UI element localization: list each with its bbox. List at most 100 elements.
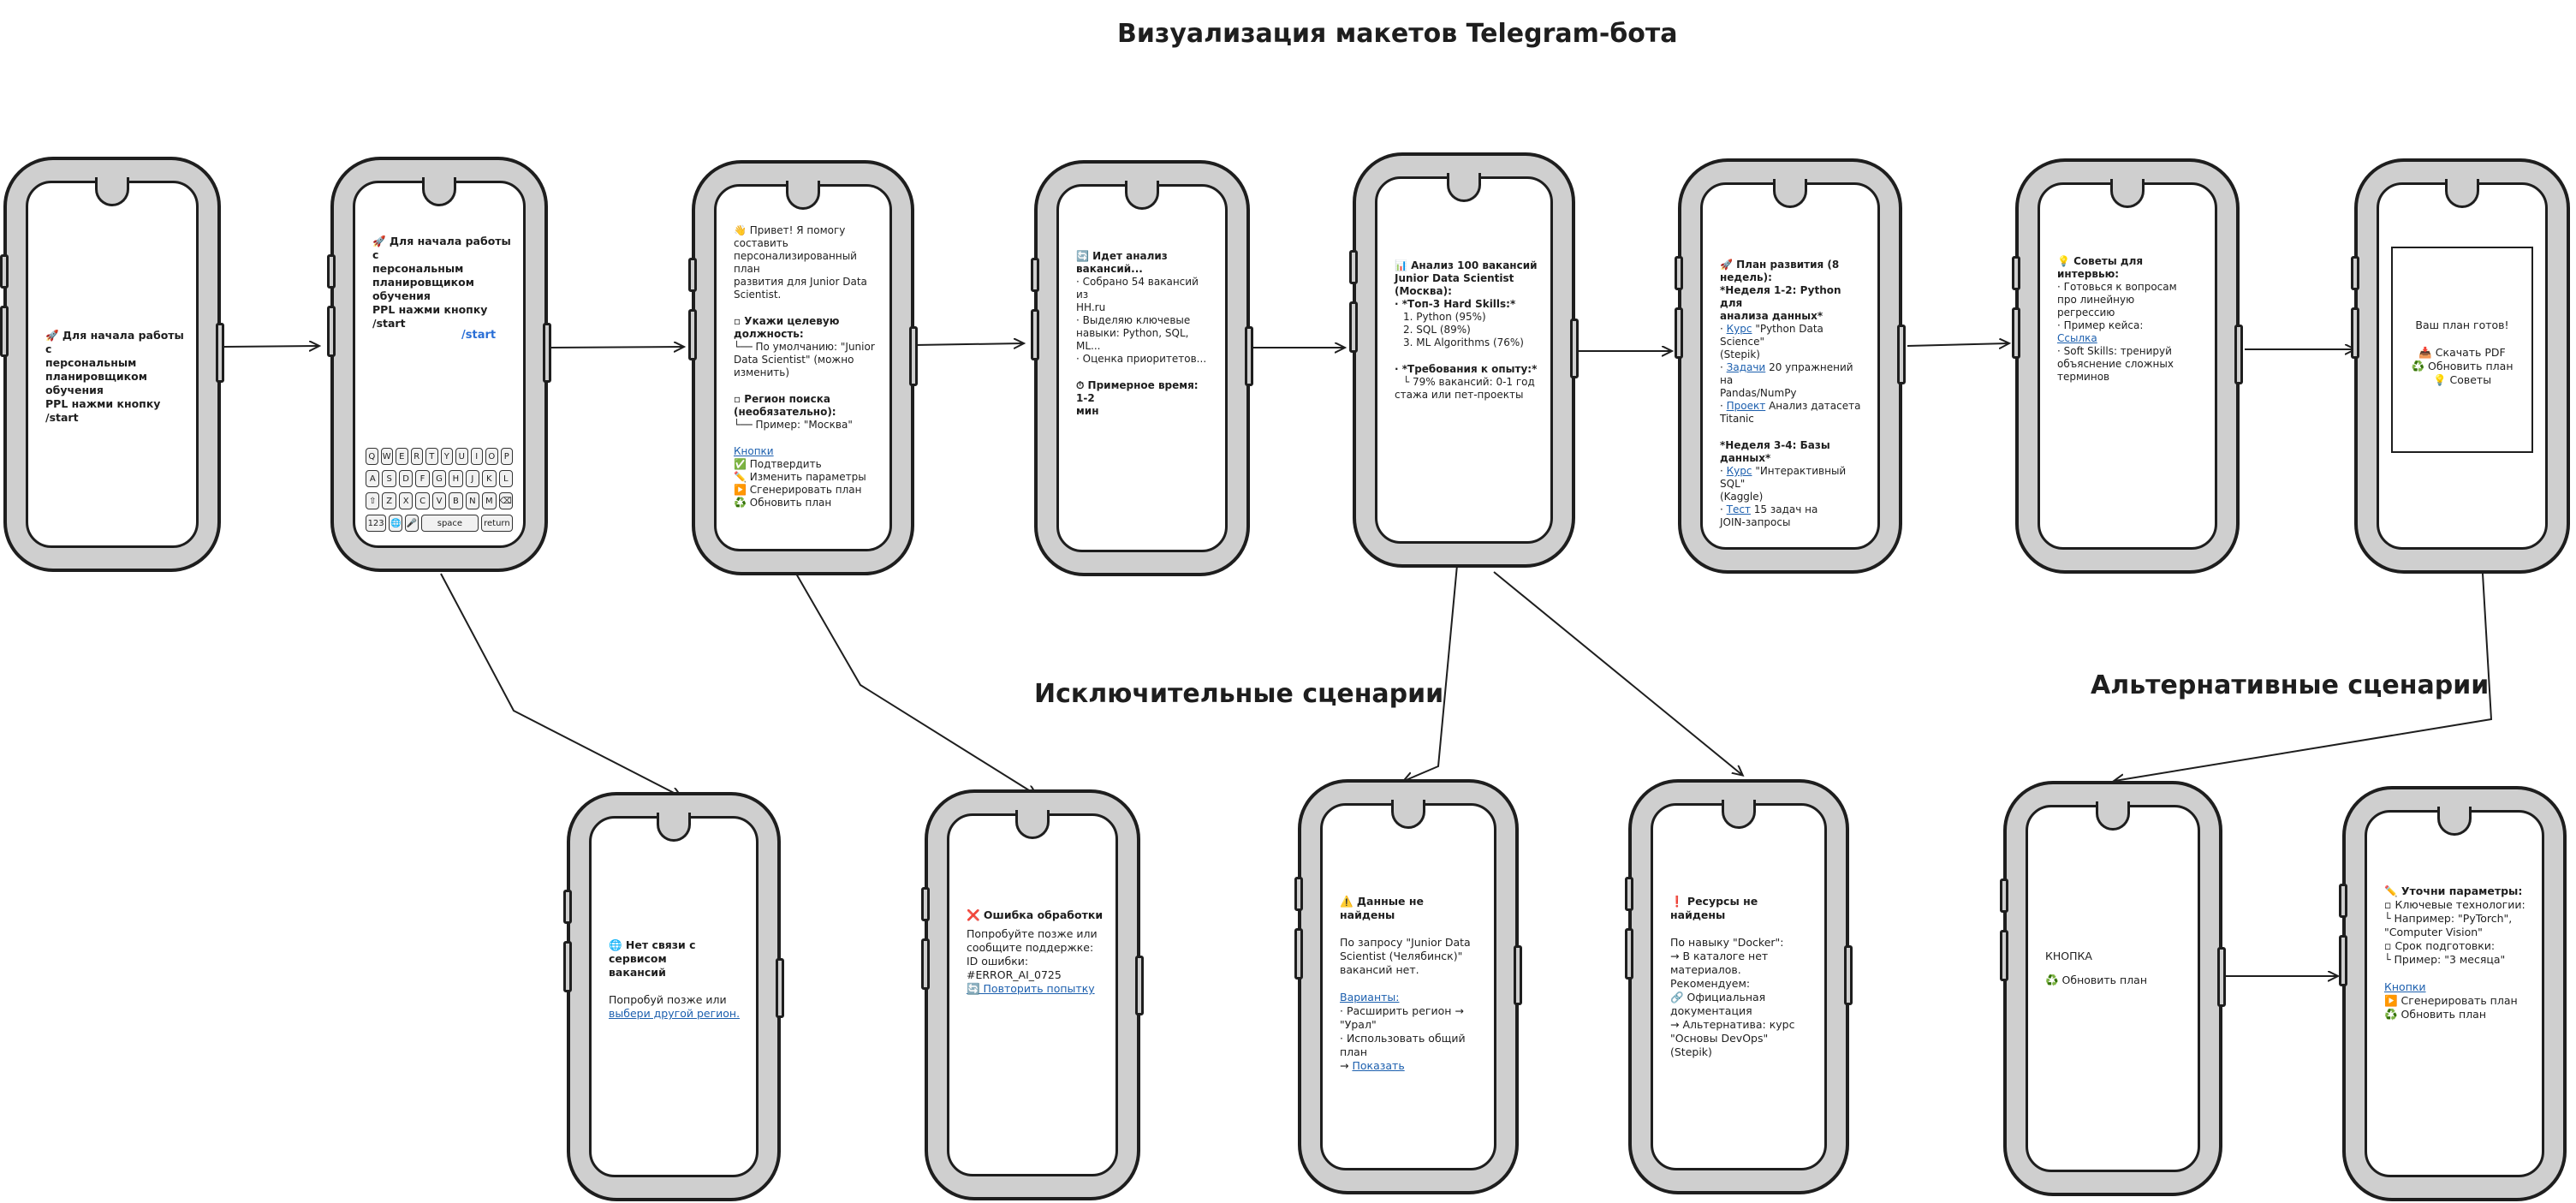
generate-plan-button[interactable]: ▶️ Сгенерировать план [2384,994,2518,1007]
message-line: объяснение сложных [2057,358,2174,370]
retry-button[interactable]: 🔄 Повторить попытку [967,982,1095,995]
key[interactable]: T [425,448,438,465]
key[interactable]: X [398,492,413,509]
numbers-key[interactable]: 123 [366,515,387,532]
refresh-plan-button[interactable]: ♻️ Обновить план [2384,1008,2487,1021]
side-button [2351,307,2359,359]
message-line: По запросу "Junior Data [1340,936,1471,949]
key[interactable]: D [398,470,413,487]
side-button [1294,877,1303,911]
generate-plan-button[interactable]: ▶️ Сгенерировать план [734,484,862,496]
key[interactable]: V [431,492,447,509]
tasks-link[interactable]: Задачи [1726,361,1766,373]
message-line: навыки: Python, SQL, ML... [1076,327,1189,352]
key[interactable]: Y [440,448,453,465]
key[interactable]: K [482,470,497,487]
confirm-button[interactable]: ✅ Подтвердить [734,458,822,470]
test-link[interactable]: Тест [1726,503,1751,515]
key[interactable]: J [465,470,480,487]
key[interactable]: E [396,448,408,465]
key[interactable]: B [449,492,463,509]
message-line: 💡 Советы для [2057,255,2144,267]
edit-params-button[interactable]: ✏️ Изменить параметры [734,471,866,483]
refresh-plan-button[interactable]: ♻️ Обновить план [2411,360,2514,372]
message-line: → Альтернатива: курс [1670,1018,1795,1031]
key[interactable]: U [455,448,468,465]
bot-message: ⚠️ Данные не найдены По запросу "Junior … [1340,895,1482,1073]
shift-key[interactable]: ⇧ [366,492,380,509]
refresh-plan-button[interactable]: ♻️ Обновить план [734,497,832,509]
key[interactable]: A [366,470,380,487]
docs-link[interactable]: 🔗 Официальная [1670,991,1766,1003]
spacer [1395,349,1538,363]
key[interactable]: L [498,470,513,487]
side-button [2234,325,2243,384]
variants-label: Варианты: [1340,991,1400,1003]
key[interactable]: Z [382,492,396,509]
message-line: ❌ Ошибка обработки [967,908,1104,921]
message-line: · Курс "Интерактивный SQL" [1720,465,1847,490]
return-key[interactable]: return [480,515,513,532]
key[interactable]: R [410,448,423,465]
key[interactable]: W [380,448,393,465]
message-line: 🔄 Идет анализ [1076,250,1168,262]
key[interactable]: C [415,492,430,509]
phone-processing-error: ❌ Ошибка обработки Попробуйте позже или … [921,789,1144,1200]
message-line: PPL нажми кнопку /start [45,397,161,424]
side-button [1844,945,1853,1005]
expand-region-option[interactable]: · Расширить регион → [1340,1004,1464,1017]
phone-start-prompt: 🚀 Для начала работы с персональным плани… [0,157,224,572]
globe-icon[interactable]: 🌐 [389,515,403,532]
phone-notch [2096,801,2130,831]
key[interactable]: H [449,470,463,487]
tips-button[interactable]: 💡 Советы [2432,373,2492,386]
message-line: ▫ Срок подготовки: [2384,939,2496,952]
message-line: стажа или пет-проекты [1395,389,1524,401]
show-link[interactable]: Показать [1352,1059,1405,1072]
spacer [1340,922,1482,936]
message-line: персональным [45,356,137,369]
choose-region-link[interactable]: выбери другой регион. [609,1007,741,1020]
phone-notch [2445,179,2479,208]
general-plan-option[interactable]: · Использовать общий план [1340,1032,1466,1058]
side-button [2339,884,2347,918]
section-title-alternatives: Альтернативные сценарии [2091,670,2490,700]
side-button [0,306,9,357]
key[interactable]: F [415,470,430,487]
message-line: "Computer Vision" [2384,926,2483,938]
key[interactable]: O [485,448,498,465]
message-line: 2. SQL (89%) [1403,324,1471,336]
space-key[interactable]: space [421,515,479,532]
case-link[interactable]: Ссылка [2057,332,2097,344]
spacer [734,432,878,445]
side-button [1514,945,1522,1005]
backspace-key[interactable]: ⌫ [498,492,513,509]
message-line: #ERROR_AI_0725 [967,968,1062,981]
message-line: составить [734,237,788,249]
project-link[interactable]: Проект [1726,400,1766,412]
key[interactable]: P [500,448,513,465]
microphone-icon[interactable]: 🎤 [405,515,419,532]
key[interactable]: S [382,470,396,487]
test-text: 15 задач на [1753,503,1818,515]
arrow-glyph: → [1340,1059,1349,1072]
page-title: Визуализация макетов Telegram-бота [1117,19,1678,49]
course-link[interactable]: Курс [1726,323,1752,335]
side-button [2217,947,2226,1007]
refresh-plan-button[interactable]: ♻️ Обновить план [2045,974,2148,986]
arrow-s6-s7 [1907,343,2008,346]
course-link[interactable]: Курс [1726,465,1752,477]
key[interactable]: M [482,492,497,509]
message-line: Попробуй позже или [609,993,727,1006]
key[interactable]: N [465,492,480,509]
phone-notch [95,177,129,206]
download-pdf-button[interactable]: 📥 Скачать PDF [2418,346,2506,359]
key[interactable]: Q [366,448,378,465]
message-line: "Урал" [1340,1018,1377,1031]
key[interactable]: G [431,470,447,487]
phone-notch [422,177,456,206]
spacer [734,379,878,393]
message-line: └── Пример: "Москва" [734,419,853,431]
message-line: · Готовься к вопросам [2057,281,2177,293]
key[interactable]: I [470,448,483,465]
